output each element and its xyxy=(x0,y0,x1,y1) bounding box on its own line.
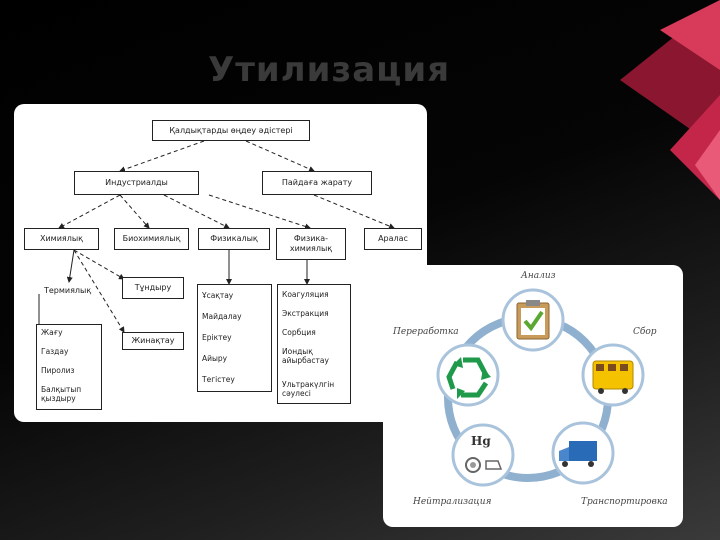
cycle-graphic: Hg xyxy=(436,288,645,487)
neutralization-node: Hg xyxy=(451,423,515,487)
analysis-node xyxy=(501,288,565,352)
check-icon xyxy=(523,310,544,332)
flow-root: Қалдықтарды өңдеу әдістері xyxy=(152,120,310,141)
step-recycling: Переработка xyxy=(393,327,459,337)
list-item: Тегістеу xyxy=(202,375,235,384)
list-item: Еріктеу xyxy=(202,333,232,342)
flow-thermal: Термиялық xyxy=(44,286,92,295)
list-item: Жағу xyxy=(41,328,63,337)
list-item: Айыру xyxy=(202,354,228,363)
waste-cycle-diagram: Hg Анализ Сбор Транспортировка Нейтрализ… xyxy=(383,265,683,527)
step-transport: Транспортировка xyxy=(581,497,668,507)
flow-physchem: Физика-химиялық xyxy=(276,228,346,260)
transport-node xyxy=(551,421,615,485)
hg-label: Hg xyxy=(471,434,491,448)
truck-icon xyxy=(569,441,597,461)
recycling-node xyxy=(436,343,500,407)
list-item: Экстракция xyxy=(282,309,329,318)
battery-icon xyxy=(465,457,481,473)
physical-methods-list: Ұсақтау Майдалау Еріктеу Айыру Тегістеу xyxy=(197,284,272,392)
flowchart-connectors xyxy=(38,140,395,333)
thermal-methods-list: Жағу Газдау Пиролиз Балқытып қыздыру xyxy=(36,324,102,410)
list-item: Коагуляция xyxy=(282,290,329,299)
flow-physical: Физикалық xyxy=(198,228,270,250)
list-item: Сорбция xyxy=(282,328,316,337)
page-title: Утилизация xyxy=(208,50,451,90)
list-item: Майдалау xyxy=(202,312,242,321)
list-item: Балқытып қыздыру xyxy=(41,385,82,403)
methods-flowchart: Қалдықтарды өңдеу әдістері Индустриалды … xyxy=(14,104,427,422)
step-analysis: Анализ xyxy=(521,271,556,281)
collection-node xyxy=(581,343,645,407)
flow-settling: Тұндыру xyxy=(122,277,184,299)
flow-industrial: Индустриалды xyxy=(74,171,199,195)
flow-collecting: Жинақтау xyxy=(122,332,184,350)
list-item: Иондық айырбастау xyxy=(282,347,329,365)
corner-decoration xyxy=(620,0,720,200)
list-item: Ультракүлгін сәулесі xyxy=(282,380,335,398)
oil-can-icon xyxy=(485,460,503,470)
flow-reuse: Пайдаға жарату xyxy=(262,171,372,195)
list-item: Пиролиз xyxy=(41,366,75,375)
list-item: Газдау xyxy=(41,347,69,356)
flow-biochemical: Биохимиялық xyxy=(114,228,189,250)
flow-mixed: Аралас xyxy=(364,228,422,250)
step-collection: Сбор xyxy=(633,327,657,337)
physchem-methods-list: Коагуляция Экстракция Сорбция Иондық айы… xyxy=(277,284,351,404)
step-neutralization: Нейтрализация xyxy=(413,497,492,507)
list-item: Ұсақтау xyxy=(202,291,234,300)
flow-chemical: Химиялық xyxy=(24,228,99,250)
